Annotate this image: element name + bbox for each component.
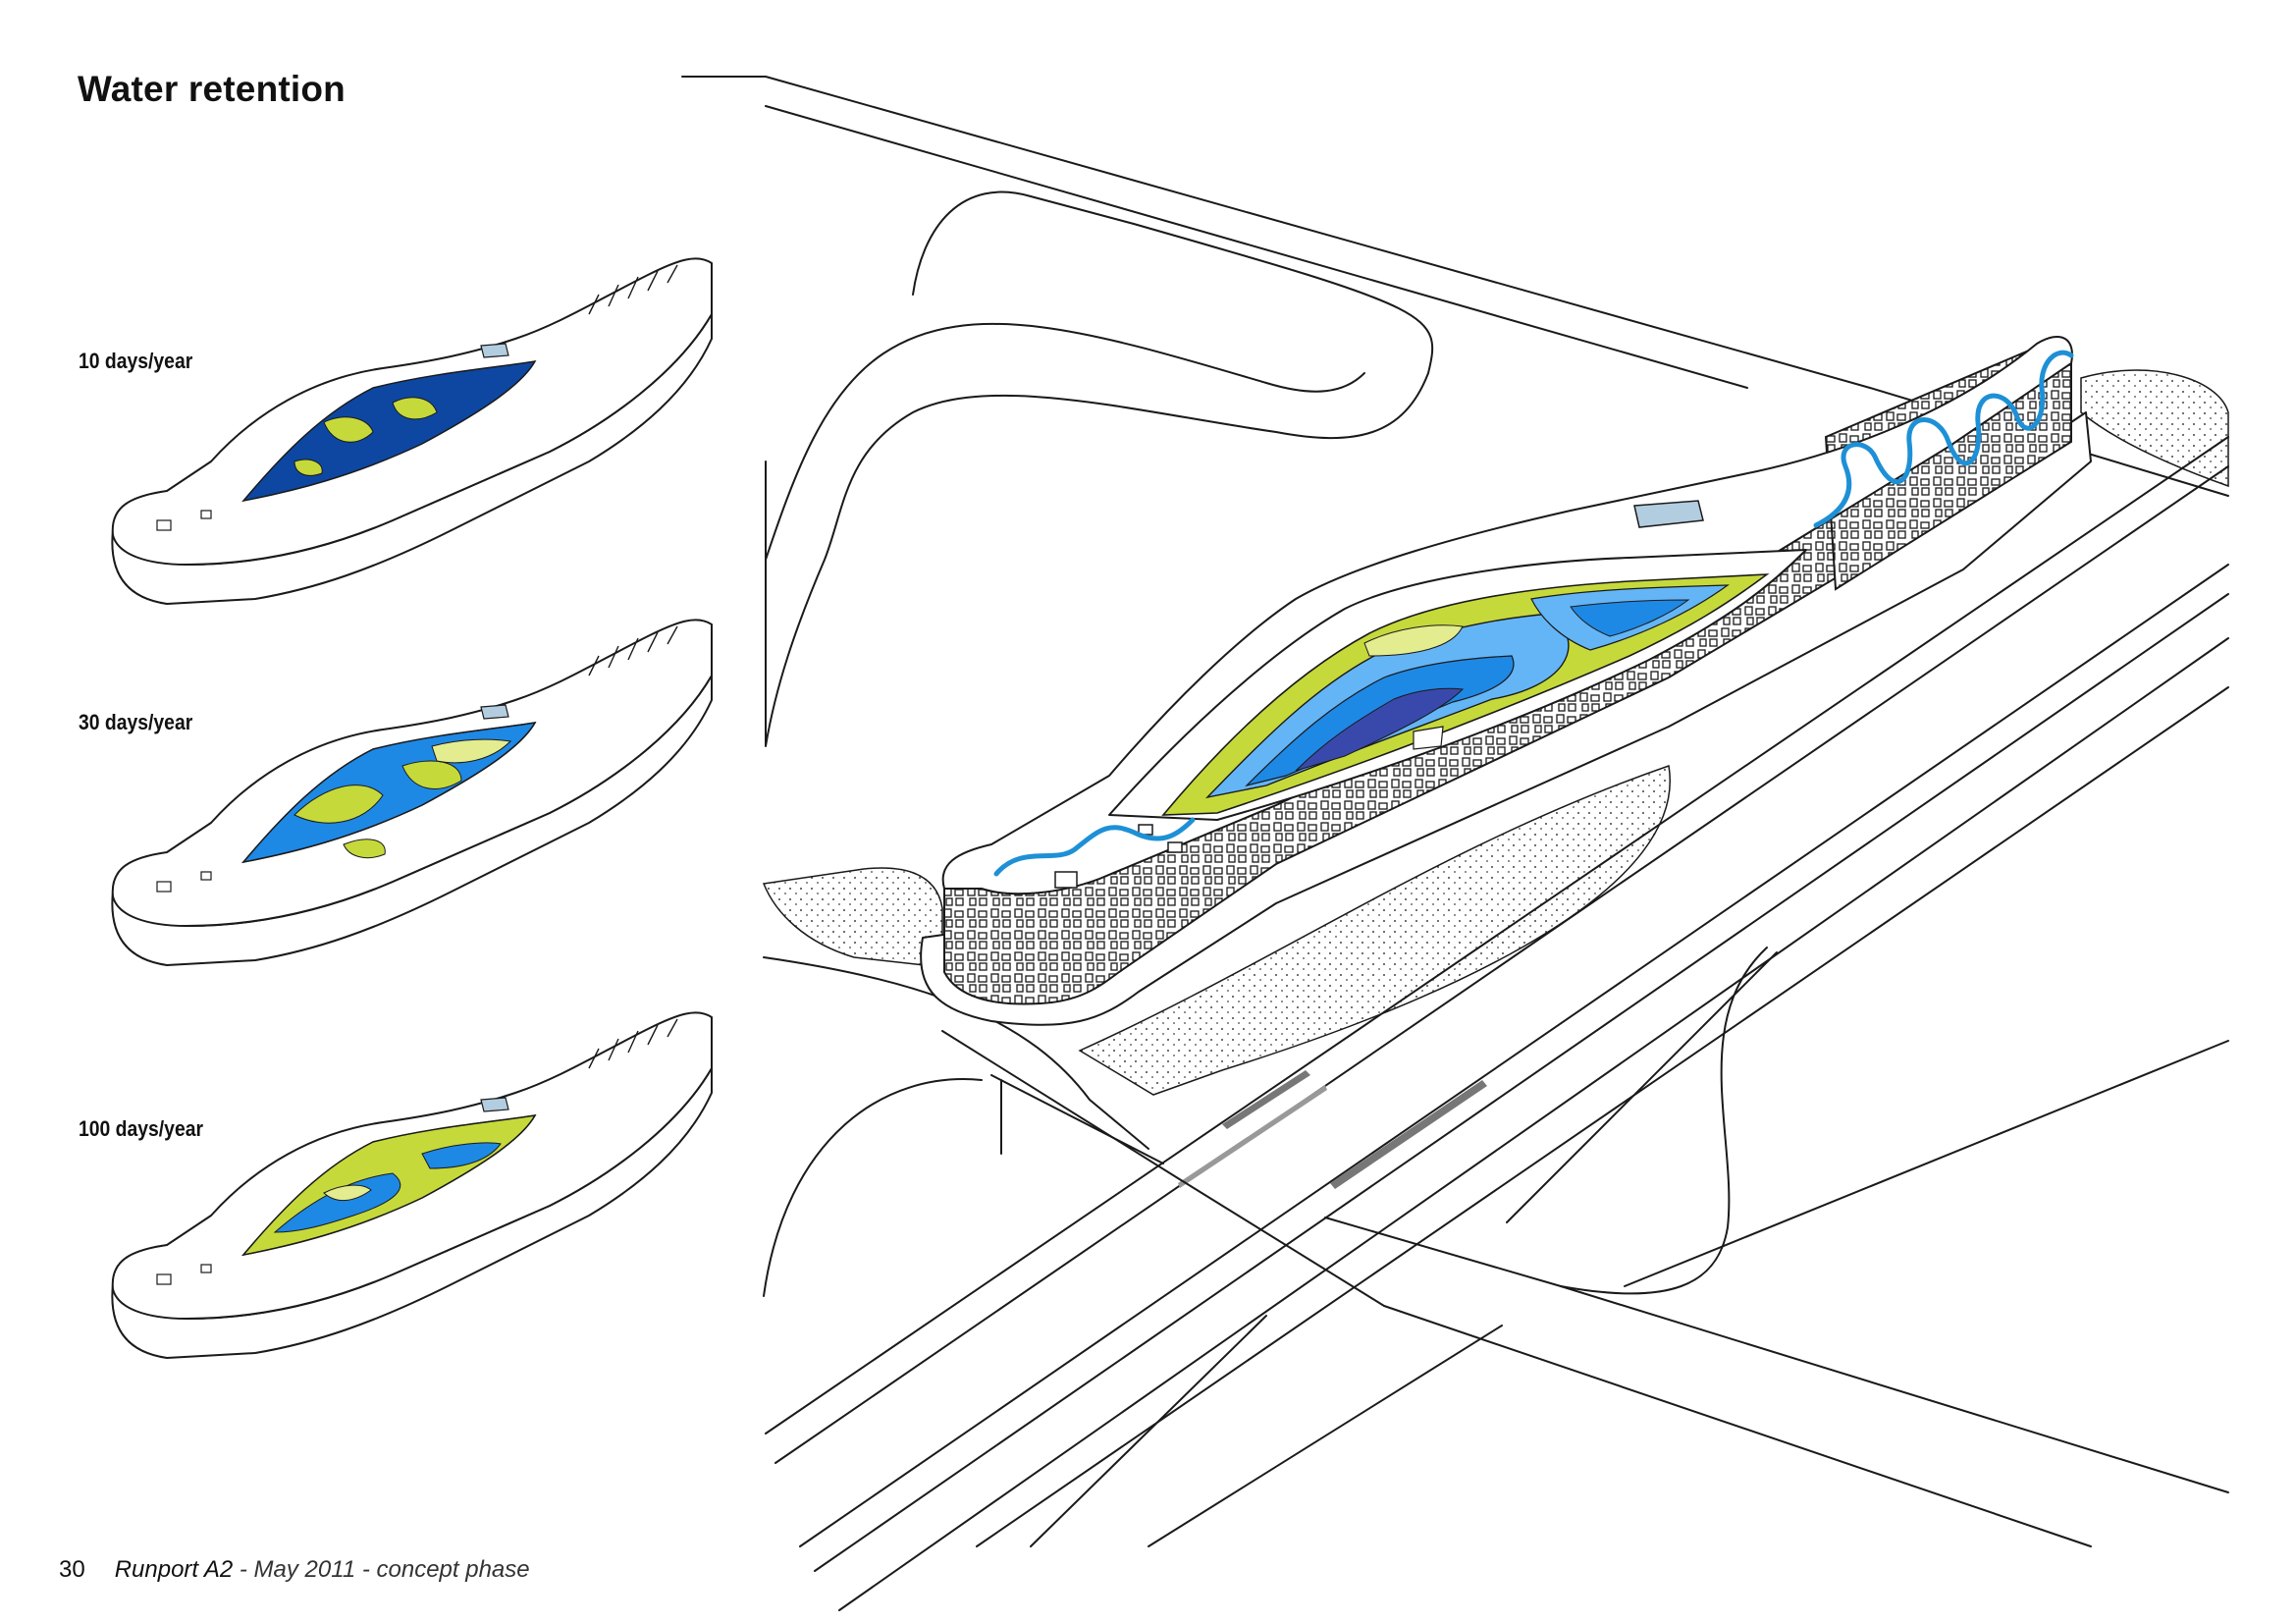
scenario-label-10: 10 days/year: [79, 349, 193, 373]
scenario-100-water-overlay: [241, 1114, 537, 1257]
crossing-road-e: [1624, 1040, 2229, 1287]
runway-strip-1: [1222, 1070, 1310, 1129]
runway-edge-4: [814, 593, 2229, 1572]
footbridge: [1413, 726, 1444, 750]
runway-strip-3: [1178, 1085, 1327, 1188]
runway-edge-6: [976, 686, 2229, 1547]
scenario-label-100: 100 days/year: [79, 1116, 204, 1141]
curve-road-left: [763, 1078, 983, 1297]
runway-edge-3: [799, 564, 2229, 1547]
water-mid-zone-east: [1570, 599, 1690, 637]
roof-hatch: [200, 510, 212, 519]
loop-road: [765, 223, 1434, 747]
scenario-building-10: [111, 257, 713, 605]
crossing-road-d: [1148, 1325, 1503, 1547]
sand-area-right: [2080, 369, 2229, 488]
main-building: [920, 335, 2092, 1026]
loop-road-connector: [912, 190, 1135, 296]
stream-meander-icon: [993, 817, 1196, 877]
road-edge-top-inner: [765, 105, 1748, 389]
crossing-road-h: [1030, 1315, 1267, 1547]
crossing-road-g: [1506, 951, 1778, 1223]
roof-skylight: [1633, 500, 1704, 528]
grass-patches: [294, 397, 438, 476]
water-deep-zone: [1295, 687, 1465, 772]
runway-edge-1: [765, 436, 2229, 1435]
crossing-road-c: [1324, 1217, 2229, 1493]
roof-hatch: [1167, 841, 1183, 853]
crossing-road-a: [941, 1030, 2092, 1547]
roof-hatch: [1054, 871, 1078, 889]
roof-hatch: [156, 519, 172, 531]
page-number: 30: [59, 1556, 85, 1583]
runway-edge-5: [838, 637, 2229, 1611]
stream-meander-icon: [1813, 350, 2074, 528]
project-name: Runport A2: [114, 1556, 234, 1583]
site-context-lines: [681, 76, 2229, 1611]
runway-strip-2: [1330, 1080, 1487, 1189]
sand-area-left: [762, 867, 943, 968]
scenario-30-water-overlay: [241, 722, 537, 864]
grass-island: [1363, 624, 1464, 657]
page-title: Water retention: [78, 69, 346, 109]
crossing-road-f: [1560, 947, 1768, 1295]
roof-skylight-small: [480, 343, 509, 358]
runway-edge-2: [774, 465, 2229, 1464]
sand-area-middle: [1078, 764, 1672, 1096]
footer-subtitle: - May 2011 - concept phase: [233, 1556, 530, 1583]
page-footer: 30 Runport A2 - May 2011 - concept phase: [59, 1556, 530, 1584]
crossing-road-b: [990, 1074, 1164, 1164]
scenario-label-30: 30 days/year: [79, 710, 193, 734]
ramp-stripes: [588, 264, 678, 315]
